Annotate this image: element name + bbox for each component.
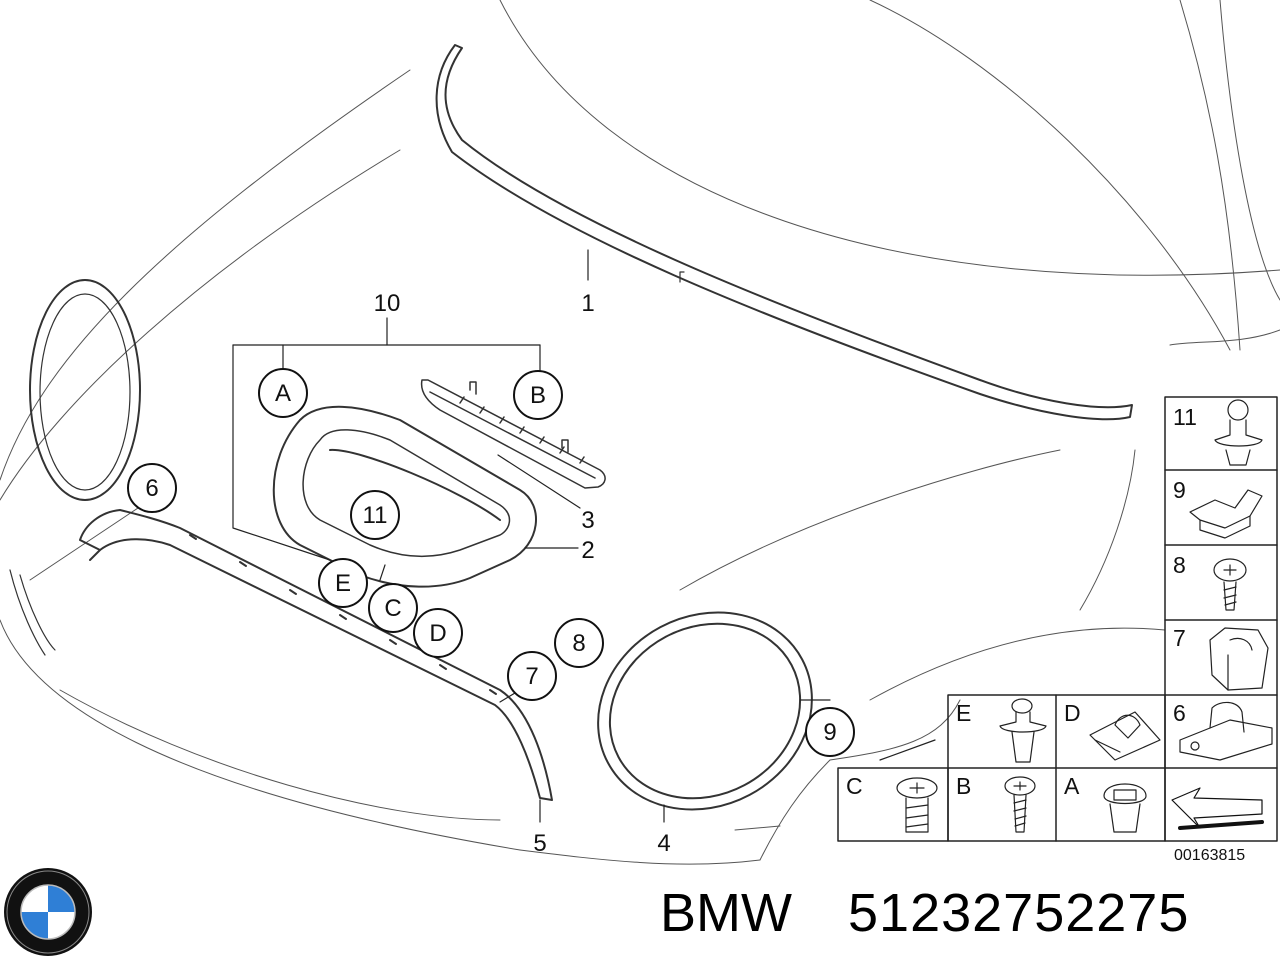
callout-c-circle [368, 583, 418, 633]
fastener-11-sketch [1214, 399, 1263, 466]
fastener-8-sketch [1213, 558, 1247, 611]
legend-grid [837, 396, 1278, 842]
left-headlamp [9, 279, 141, 656]
callout-6-circle [127, 463, 177, 513]
callout-11-circle [350, 490, 400, 540]
footer-brand: BMW [660, 883, 792, 943]
car-body-outline [0, 0, 1280, 865]
legend-label-a: A [1064, 773, 1080, 799]
footer-part-number: 51232752275 [848, 883, 1190, 943]
callout-3-label: 3 [581, 507, 594, 534]
callout-7-circle [507, 651, 557, 701]
legend-label-9: 9 [1173, 477, 1186, 503]
drawing-number: 00163815 [1174, 847, 1245, 864]
callout-5-label: 5 [533, 830, 546, 857]
bmw-logo [4, 868, 92, 956]
leader-lines [232, 249, 936, 823]
legend-label-8: 8 [1173, 552, 1186, 578]
seal-clip [679, 271, 685, 283]
fastener-6-sketch [1179, 701, 1273, 761]
callout-a-circle [258, 368, 308, 418]
fastener-d-sketch [1089, 711, 1161, 761]
legend-label-7: 7 [1173, 625, 1186, 651]
callout-d-circle [413, 608, 463, 658]
fastener-c-sketch [896, 777, 938, 833]
callout-c-label: C [384, 595, 401, 622]
legend-label-6: 6 [1173, 700, 1186, 726]
callout-d-label: D [429, 620, 446, 647]
fastener-9-sketch [1189, 489, 1263, 539]
callout-7-label: 7 [525, 663, 538, 690]
callout-2-label: 2 [581, 537, 594, 564]
part-3-grille [420, 379, 606, 489]
fastener-b-sketch [1004, 776, 1036, 833]
callout-8-label: 8 [572, 630, 585, 657]
callout-10-label: 10 [374, 290, 401, 317]
legend-label-d: D [1064, 700, 1081, 726]
legend-label-c: C [846, 773, 863, 799]
callout-1-label: 1 [581, 290, 594, 317]
fastener-7-sketch [1209, 627, 1269, 691]
callout-a-label: A [275, 380, 291, 407]
callout-b-label: B [530, 382, 546, 409]
part-2-trim-frame [272, 405, 537, 588]
callout-6-label: 6 [145, 475, 158, 502]
part-4-headlamp-ring [597, 611, 813, 811]
callout-4-label: 4 [657, 830, 670, 857]
part-1-bonnet-seal [435, 44, 1133, 421]
callout-8-circle [554, 618, 604, 668]
legend-label-e: E [956, 700, 971, 726]
fastener-a-sketch [1103, 783, 1147, 833]
callout-9-label: 9 [823, 719, 836, 746]
installation-arrow [1171, 787, 1264, 830]
part-5-lower-trim [79, 509, 553, 801]
legend-label-11: 11 [1173, 404, 1197, 430]
callout-11-label: 11 [363, 502, 388, 529]
callout-b-circle [513, 370, 563, 420]
legend-label-b: B [956, 773, 971, 799]
callout-e-circle [318, 558, 368, 608]
callout-e-label: E [335, 570, 351, 597]
fastener-e-sketch [999, 698, 1047, 763]
callout-9-circle [805, 707, 855, 757]
